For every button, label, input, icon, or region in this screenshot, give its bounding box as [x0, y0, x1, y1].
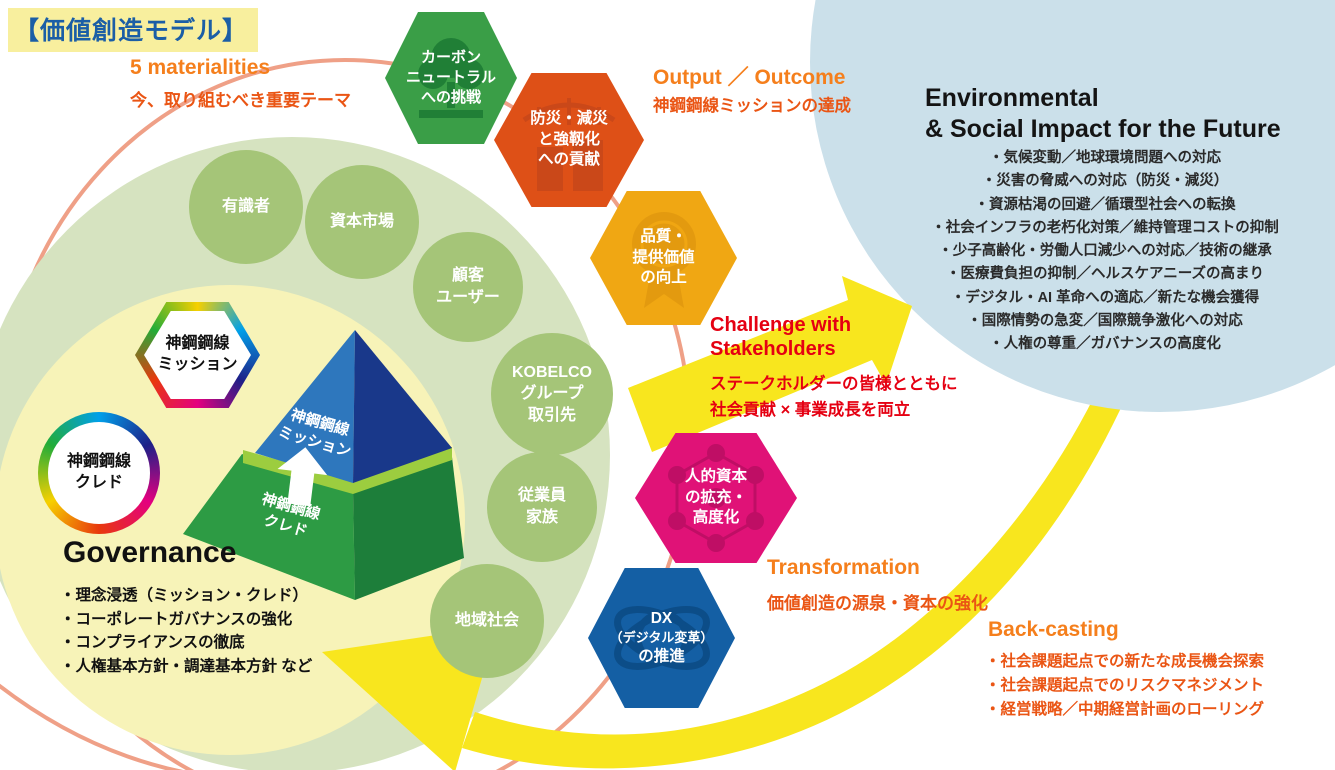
- hexagon-dx: DX （デジタル変革） の推進: [588, 568, 735, 708]
- hexagon-quality-value: 品質・ 提供価値 の向上: [590, 191, 737, 325]
- page-title: 【価値創造モデル】: [8, 8, 259, 52]
- stakeholder-circle-capital-market: 資本市場: [305, 165, 419, 279]
- materialities-heading: 5 materialities: [130, 56, 271, 79]
- backcasting-item: ・社会課題起点での新たな成長機会探索: [985, 653, 1265, 670]
- impact-heading: Environmental & Social Impact for the Fu…: [925, 84, 1281, 143]
- impact-item: ・国際情勢の急変／国際競争激化への対応: [967, 313, 1243, 330]
- credo-badge: 神鋼鋼線 クレド: [38, 412, 160, 534]
- mission-badge-label: 神鋼鋼線 ミッション: [144, 311, 251, 399]
- credo-badge-label: 神鋼鋼線 クレド: [48, 422, 150, 524]
- output-outcome-subheading: 神鋼鋼線ミッションの達成: [653, 97, 851, 115]
- impact-item: ・デジタル・AI 革命への適応／新たな機会獲得: [950, 289, 1260, 306]
- impact-item: ・医療費負担の抑制／ヘルスケアニーズの高まり: [946, 266, 1264, 283]
- impact-item: ・気候変動／地球環境問題への対応: [989, 150, 1221, 166]
- stakeholder-circle-community: 地域社会: [430, 564, 544, 678]
- impact-item: ・災害の脅威への対応（防災・減災）: [981, 173, 1229, 190]
- impact-list: ・気候変動／地球環境問題への対応 ・災害の脅威への対応（防災・減災） ・資源枯渇…: [880, 147, 1330, 357]
- stakeholder-circle-employees: 従業員家族: [487, 452, 597, 562]
- impact-item: ・資源枯渇の回避／循環型社会への転換: [974, 196, 1236, 213]
- challenge-heading: Challenge with Stakeholders: [710, 314, 852, 360]
- impact-item: ・社会インフラの老朽化対策／維持管理コストの抑制: [931, 219, 1279, 236]
- transformation-subheading: 価値創造の源泉・資本の強化: [767, 594, 988, 613]
- hexagon-carbon-neutral: カーボン ニュートラル への挑戦: [385, 12, 517, 144]
- governance-heading: Governance: [63, 536, 237, 569]
- hexagon-human-capital: 人的資本 の拡充・ 高度化: [635, 433, 797, 563]
- hexagon-disaster-resilience: 防災・減災 と強靱化 への貢献: [494, 73, 644, 207]
- stakeholder-circle-experts: 有識者: [189, 150, 303, 264]
- governance-list: ・理念浸透（ミッション・クレド） ・コーポレートガバナンスの強化 ・コンプライア…: [60, 584, 312, 678]
- backcasting-list: ・社会課題起点での新たな成長機会探索 ・社会課題起点でのリスクマネジメント ・経…: [985, 650, 1264, 722]
- transformation-heading: Transformation: [767, 556, 920, 579]
- output-outcome-heading: Output ／ Outcome: [653, 66, 846, 89]
- impact-item: ・人権の尊重／ガバナンスの高度化: [989, 336, 1221, 353]
- challenge-subtext: ステークホルダーの皆様とともに 社会貢献 × 事業成長を両立: [710, 375, 958, 419]
- governance-item: ・人権基本方針・調達基本方針 など: [60, 657, 313, 675]
- materialities-subheading: 今、取り組むべき重要テーマ: [130, 91, 351, 110]
- governance-item: ・コーポレートガバナンスの強化: [60, 610, 293, 628]
- governance-item: ・コンプライアンスの徹底: [60, 634, 245, 651]
- stakeholder-circle-customers: 顧客ユーザー: [413, 232, 523, 342]
- impact-item: ・少子高齢化・労働人口減少への対応／技術の継承: [938, 243, 1272, 260]
- governance-item: ・理念浸透（ミッション・クレド）: [60, 587, 309, 604]
- backcasting-item: ・社会課題起点でのリスクマネジメント: [985, 677, 1265, 694]
- backcasting-heading: Back-casting: [988, 618, 1119, 641]
- backcasting-item: ・経営戦略／中期経営計画のローリング: [985, 701, 1265, 718]
